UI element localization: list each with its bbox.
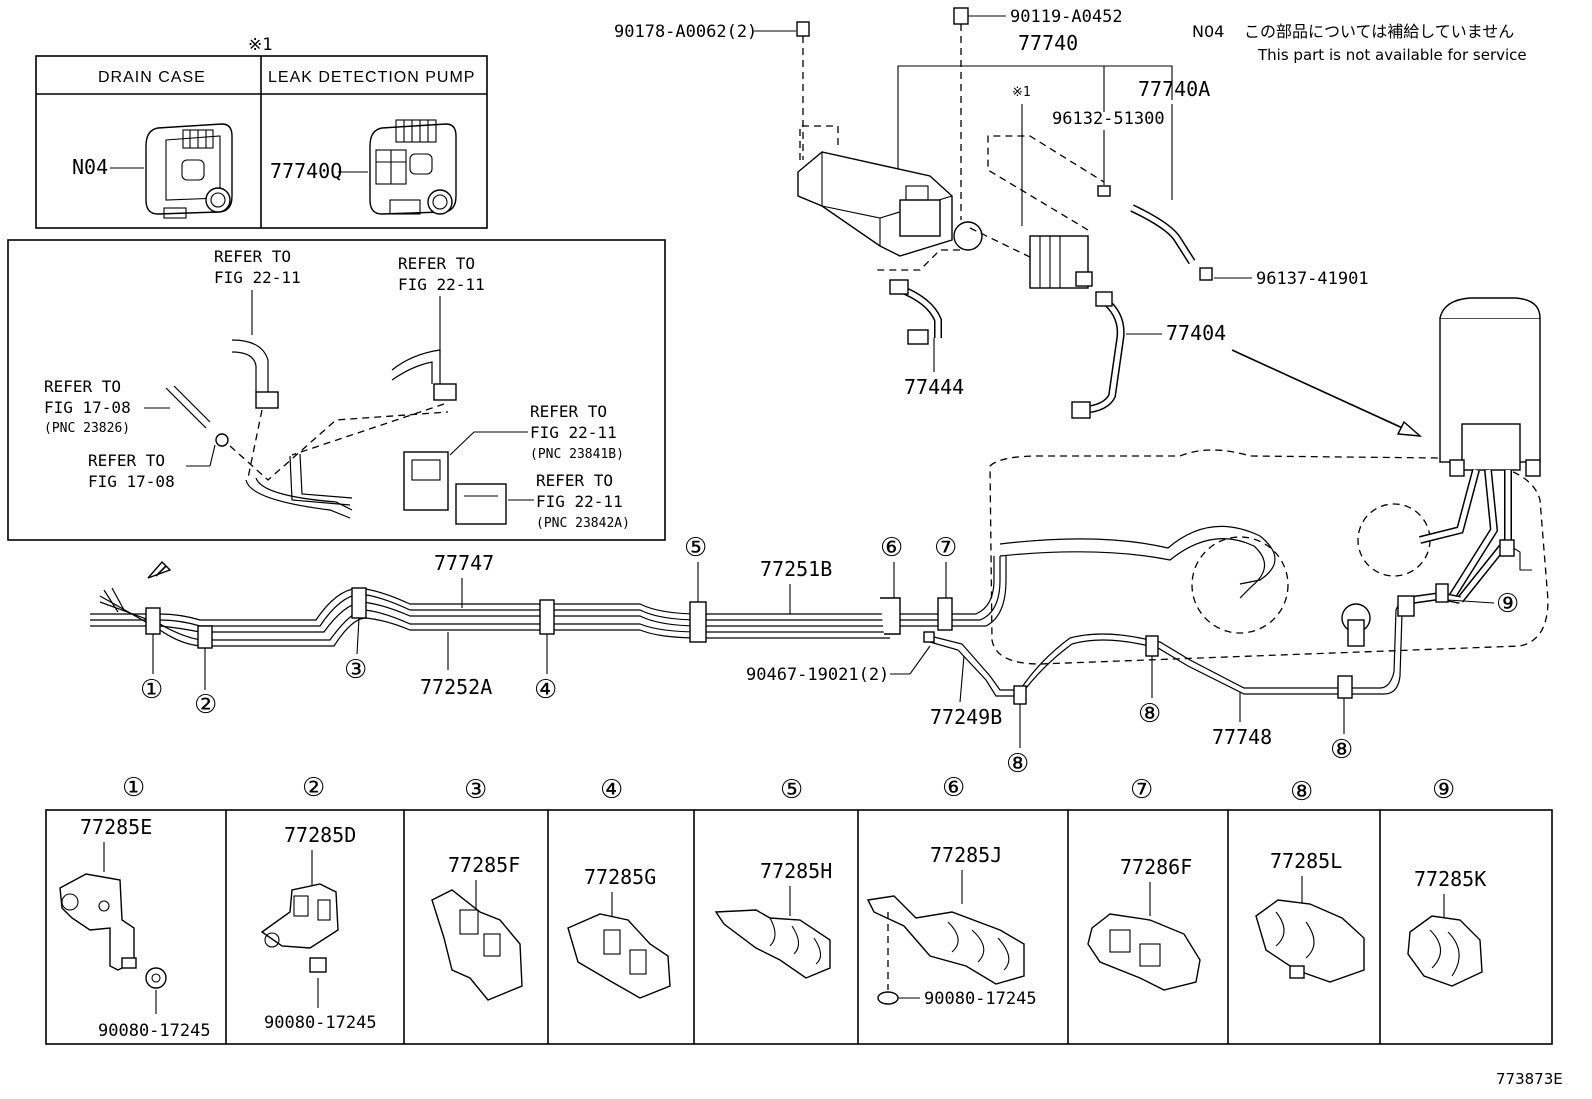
fuel-tank-area [989, 297, 1549, 665]
refer-6-line2: FIG 22-11 [536, 492, 623, 511]
part-77740q: 77740Q [270, 159, 342, 183]
clamp-part-2: 77285D [284, 823, 356, 847]
clamp-part-9: 77285K [1414, 867, 1486, 891]
label-77747: 77747 [434, 551, 494, 575]
leak-detection-pump-drawing [369, 119, 457, 215]
clamp-num-4: ④ [600, 775, 623, 805]
refer-5-line1: REFER TO [530, 402, 607, 421]
label-96137: 96137-41901 [1256, 269, 1369, 289]
callout-9: ⑨ [1496, 589, 1519, 619]
clamp-table: ① ② ③ ④ ⑤ ⑥ ⑦ ⑧ ⑨ 77285E 77285D 77285F 7… [45, 773, 1553, 1045]
header-leak-detection-pump: LEAK DETECTION PUMP [268, 69, 475, 86]
refer-1-line1: REFER TO [214, 247, 291, 266]
inset-mark: ※1 [248, 35, 272, 55]
canister-area: 90178-A0062(2) 90119-A0452 77740 77740A … [614, 7, 1369, 419]
clamp-part-4: 77285G [584, 865, 656, 889]
refer-6-line3: (PNC 23842A) [536, 516, 630, 531]
label-77740: 77740 [1018, 31, 1078, 55]
clamp-part-7: 77286F [1120, 855, 1192, 879]
label-77252a: 77252A [420, 675, 492, 699]
inset-table: ※1 DRAIN CASE LEAK DETECTION PUMP N04 77… [35, 35, 488, 229]
note-block: N04 この部品については補給していません This part is not a… [1192, 22, 1527, 64]
label-90119: 90119-A0452 [1010, 7, 1123, 27]
callout-5: ⑤ [684, 533, 707, 563]
clamp-part-1: 77285E [80, 815, 152, 839]
reference-hoses [165, 339, 507, 525]
drain-case-drawing [145, 123, 233, 219]
clamp-num-5: ⑤ [780, 775, 803, 805]
clamp-num-2: ② [302, 773, 325, 803]
fuel-lines [90, 459, 1541, 705]
refer-3-line3: (PNC 23826) [44, 421, 130, 436]
clamp-num-8: ⑧ [1290, 777, 1313, 807]
refer-5-line3: (PNC 23841B) [530, 447, 624, 462]
clamp-num-7: ⑦ [1130, 775, 1153, 805]
callout-8b: ⑧ [1138, 699, 1161, 729]
line-labels: 77747 77251B 77252A 90467-19021(2) 77249… [420, 551, 1272, 749]
clamp-part-8: 77285L [1270, 849, 1342, 873]
refer-4-line2: FIG 17-08 [88, 472, 175, 491]
clamp-num-6: ⑥ [942, 773, 965, 803]
callout-8a: ⑧ [1006, 749, 1029, 779]
callouts: ① ② ③ ④ ⑤ ⑥ ⑦ ⑧ ⑧ ⑧ ⑨ [140, 533, 1519, 779]
label-77249b: 77249B [930, 705, 1002, 729]
label-90467: 90467-19021(2) [746, 665, 889, 685]
clamp-bolt-1: 90080-17245 [98, 1021, 211, 1041]
header-drain-case: DRAIN CASE [98, 69, 206, 86]
callout-3: ③ [344, 655, 367, 685]
callout-4: ④ [534, 675, 557, 705]
clamp-num-9: ⑨ [1432, 775, 1455, 805]
label-77444: 77444 [904, 375, 964, 399]
label-77251b: 77251B [760, 557, 832, 581]
refer-2-line2: FIG 22-11 [398, 275, 485, 294]
note-code: N04 [1192, 22, 1224, 41]
label-mark: ※1 [1012, 85, 1031, 100]
callout-1: ① [140, 675, 163, 705]
refer-6-line1: REFER TO [536, 471, 613, 490]
clamp-num-1: ① [122, 773, 145, 803]
refer-1-line2: FIG 22-11 [214, 268, 301, 287]
figure-id: 773873E [1496, 1070, 1563, 1088]
label-77748: 77748 [1212, 725, 1272, 749]
clamp-drawings [59, 873, 1483, 1005]
clamp-bolt-6: 90080-17245 [924, 989, 1037, 1009]
pump-unit [969, 135, 1111, 289]
callout-8c: ⑧ [1330, 735, 1353, 765]
refer-4-line1: REFER TO [88, 451, 165, 470]
callout-7: ⑦ [934, 533, 957, 563]
refer-5-line2: FIG 22-11 [530, 423, 617, 442]
refer-3-line1: REFER TO [44, 377, 121, 396]
clamp-num-3: ③ [464, 775, 487, 805]
callout-6: ⑥ [880, 533, 903, 563]
refer-3-line2: FIG 17-08 [44, 398, 131, 417]
reference-box: REFER TO FIG 22-11 REFER TO FIG 22-11 RE… [7, 239, 666, 541]
label-77404: 77404 [1166, 321, 1226, 345]
clamp-bolt-2: 90080-17245 [264, 1013, 377, 1033]
part-n04: N04 [72, 155, 108, 179]
label-77740a: 77740A [1138, 77, 1210, 101]
clamp-part-6: 77285J [930, 843, 1002, 867]
label-96132: 96132-51300 [1052, 109, 1165, 129]
charcoal-canister [797, 125, 983, 271]
label-90178: 90178-A0062(2) [614, 22, 757, 42]
clamp-part-3: 77285F [448, 853, 520, 877]
note-jp: この部品については補給していません [1244, 22, 1514, 41]
callout-2: ② [194, 690, 217, 720]
note-en: This part is not available for service [1257, 46, 1527, 64]
refer-2-line1: REFER TO [398, 254, 475, 273]
clamp-part-5: 77285H [760, 859, 832, 883]
